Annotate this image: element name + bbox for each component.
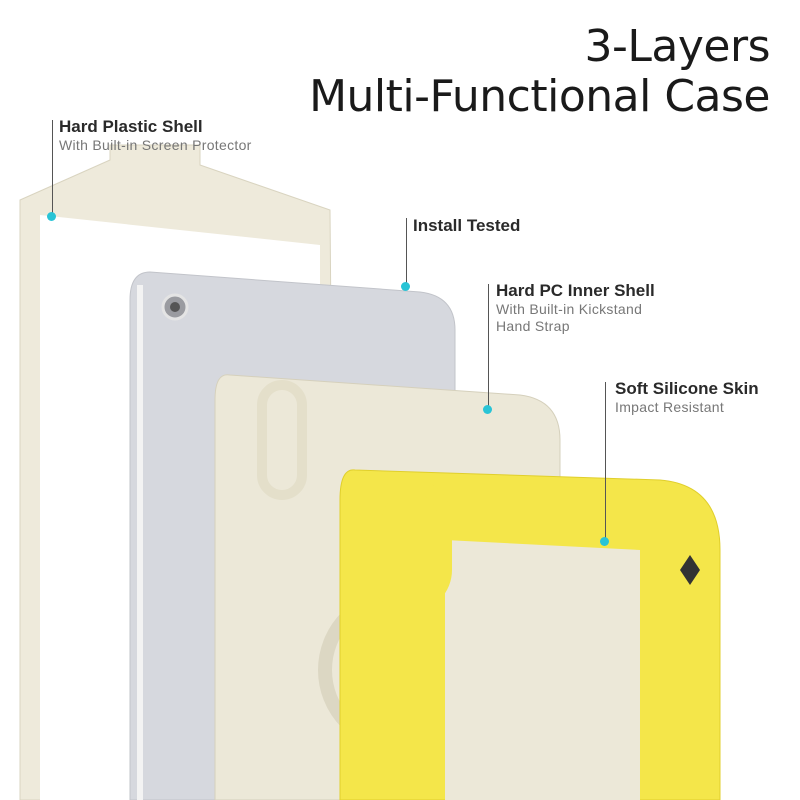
callout-line (488, 284, 489, 406)
callout-line (605, 382, 606, 538)
callout-subtext: Hand Strap (496, 318, 570, 334)
callout-line (406, 218, 407, 284)
callout-heading: Install Tested (413, 216, 521, 235)
callout-heading: Hard Plastic Shell (59, 117, 203, 136)
callout-install-tested: Install Tested (413, 216, 520, 236)
callout-subtext: Impact Resistant (615, 399, 725, 415)
callout-dot (401, 282, 410, 291)
title-line-1: 3-Layers (584, 21, 771, 72)
callout-dot (600, 537, 609, 546)
callout-dot (483, 405, 492, 414)
callout-heading: Soft Silicone Skin (615, 379, 759, 398)
soft-silicone-skin (339, 469, 721, 800)
callout-subtext: With Built-in Screen Protector (59, 137, 252, 153)
page-title: 3-Layers Multi-Functional Case (309, 22, 770, 122)
callout-subtext: With Built-in Kickstand (496, 301, 643, 317)
callout-soft-silicone-skin: Soft Silicone Skin Impact Resistant (615, 379, 759, 416)
callout-dot (47, 212, 56, 221)
callout-line (52, 120, 53, 215)
callout-hard-plastic-shell: Hard Plastic Shell With Built-in Screen … (59, 117, 252, 154)
callout-heading: Hard PC Inner Shell (496, 281, 655, 300)
title-line-2: Multi-Functional Case (309, 71, 770, 122)
callout-hard-pc-inner-shell: Hard PC Inner Shell With Built-in Kickst… (496, 281, 655, 335)
